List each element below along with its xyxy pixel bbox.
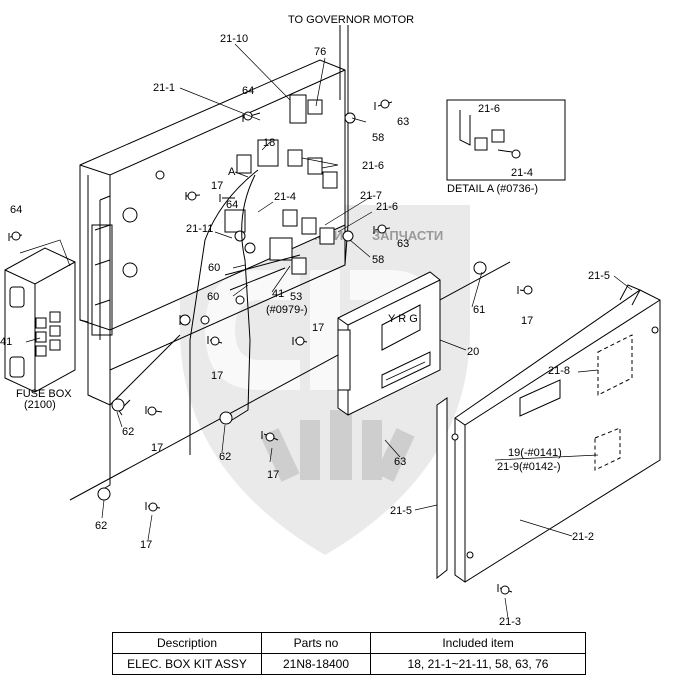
callout: 63: [394, 456, 406, 468]
callout: 21-9(#0142-): [497, 461, 561, 473]
detail-callout-21-4: 21-4: [511, 167, 533, 179]
callout: 21-5: [390, 505, 412, 517]
callout: 17: [211, 370, 223, 382]
table-header-row: Description Parts no Included item: [112, 632, 586, 654]
callout: 64: [226, 199, 238, 211]
cover-plate: [451, 284, 661, 583]
callout-labels: TO GOVERNOR MOTOR 21-10 76 21-1 64 63 58…: [0, 14, 610, 628]
callout: 21-2: [572, 531, 594, 543]
callout: 21-4: [274, 191, 296, 203]
callout: 53: [290, 291, 302, 303]
callout: A: [228, 166, 236, 178]
callout: 58: [372, 254, 384, 266]
relays: [224, 94, 338, 275]
controller-unit: Y R G: [337, 271, 441, 416]
callout: 64: [10, 204, 22, 216]
callout: 58: [372, 132, 384, 144]
table-row: ELEC. BOX KIT ASSY 21N8-18400 18, 21-1~2…: [112, 653, 586, 675]
cell-parts-no: 21N8-18400: [261, 653, 371, 675]
callout: 62: [122, 426, 134, 438]
parts-table: Description Parts no Included item ELEC.…: [112, 632, 586, 675]
callout: 21-1: [153, 82, 175, 94]
clamps: [97, 112, 487, 501]
column-header-parts-no: Parts no: [261, 632, 371, 654]
callout: 41: [272, 288, 284, 300]
detail-a: 21-6 21-4 DETAIL A (#0736-): [446, 99, 566, 195]
callout: 41: [0, 336, 12, 348]
callout: 17: [211, 180, 223, 192]
callout: 63: [397, 116, 409, 128]
callout: 17: [521, 315, 533, 327]
callout: 17: [267, 469, 279, 481]
callout: 21-3: [499, 616, 521, 628]
detail-caption: DETAIL A (#0736-): [447, 183, 538, 195]
callout: 17: [140, 539, 152, 551]
callout: 62: [95, 520, 107, 532]
callout: 63: [397, 238, 409, 250]
callout: 21-6: [376, 201, 398, 213]
callout: 21-7: [360, 190, 382, 202]
callout: 60: [208, 262, 220, 274]
callout: 62: [219, 451, 231, 463]
callout: 61: [473, 304, 485, 316]
callout: 64: [242, 85, 254, 97]
controller-brand: Y R G: [388, 313, 418, 325]
side-strip: [436, 397, 448, 580]
callout: 20: [467, 346, 479, 358]
label-governor-motor: TO GOVERNOR MOTOR: [288, 14, 414, 26]
callout: 21-10: [220, 33, 248, 45]
callout: 21-5: [588, 270, 610, 282]
column-header-included-item: Included item: [370, 632, 586, 654]
leader-lines: [25, 43, 633, 619]
watermark-text: ЗАПЧАСТИ: [372, 228, 443, 243]
fuse-box: [4, 239, 76, 393]
callout: 21-8: [548, 365, 570, 377]
callout: FUSE BOX: [16, 388, 72, 400]
callout: 76: [314, 46, 326, 58]
callout: 21-11: [186, 223, 213, 235]
callout: 19(-#0141): [508, 447, 562, 459]
callout: 60: [207, 291, 219, 303]
callout: 21-6: [362, 160, 384, 172]
bolts: [8, 99, 533, 595]
column-header-description: Description: [112, 632, 262, 654]
callout: 18: [263, 137, 275, 149]
callout: (#0979-): [266, 304, 308, 316]
cell-description: ELEC. BOX KIT ASSY: [112, 653, 262, 675]
callout: 17: [151, 442, 163, 454]
callout: (2100): [24, 399, 56, 411]
cell-included-item: 18, 21-1~21-11, 58, 63, 76: [370, 653, 586, 675]
detail-callout-21-6: 21-6: [478, 103, 500, 115]
callout: 17: [312, 322, 324, 334]
electrical-box: [79, 59, 346, 406]
